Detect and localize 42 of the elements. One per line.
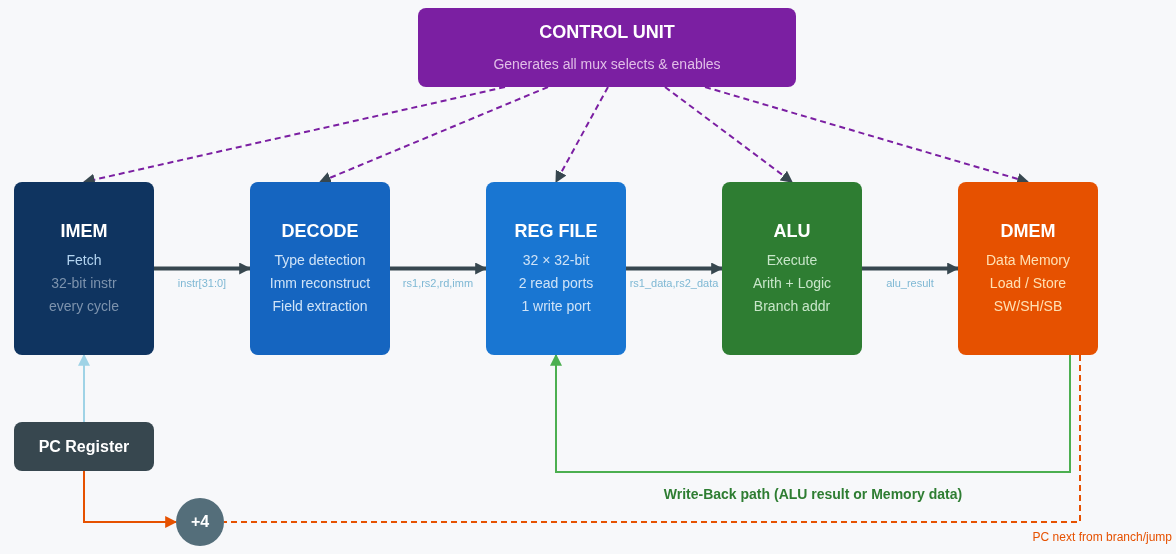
- box-title: +4: [190, 512, 210, 532]
- arrow: [550, 353, 1071, 473]
- box-title: DECODE: [281, 220, 359, 243]
- arrow: [626, 262, 724, 275]
- pc-register-box: [14, 422, 154, 471]
- box-text: Execute: [766, 250, 818, 270]
- box-text: 1 write port: [521, 297, 591, 317]
- arrow: [390, 262, 488, 275]
- box-text: Type detection: [274, 250, 366, 270]
- box-text: Generates all mux selects & enables: [493, 55, 721, 75]
- box-text: 32 × 32-bit: [522, 250, 590, 270]
- box-text: Load / Store: [989, 274, 1067, 294]
- box-text: Branch addr: [753, 297, 831, 317]
- box-text: every cycle: [49, 297, 119, 317]
- decode-box: [250, 182, 390, 355]
- arrow: [555, 86, 609, 184]
- box-text: 32-bit instr: [51, 274, 117, 294]
- imem-box: [14, 182, 154, 355]
- box-text: SW/SH/SB: [993, 297, 1063, 317]
- control-unit-box: [418, 8, 796, 87]
- arrow: [154, 262, 252, 275]
- box-title: PC Register: [38, 436, 130, 457]
- arrow: [83, 470, 178, 528]
- box-title: CONTROL UNIT: [539, 20, 675, 44]
- arrow: [704, 86, 1030, 185]
- alu-box: [722, 182, 862, 355]
- box-text: Imm reconstruct: [269, 274, 371, 294]
- box-title: DMEM: [1000, 220, 1056, 243]
- box-text: Arith + Logic: [752, 274, 832, 294]
- box-text: Field extraction: [272, 297, 368, 317]
- register-file-box: [486, 182, 626, 355]
- box-text: Data Memory: [986, 250, 1070, 270]
- box-text: 2 read ports: [518, 274, 594, 294]
- arrow: [318, 86, 549, 184]
- arrow: [862, 262, 960, 275]
- dmem-box: [958, 182, 1098, 355]
- arrow: [78, 353, 90, 423]
- box-title: ALU: [773, 220, 811, 243]
- arrow: [664, 86, 793, 183]
- box-title: REG FILE: [514, 220, 598, 243]
- box-text: Fetch: [66, 250, 102, 270]
- box-title: IMEM: [60, 220, 108, 243]
